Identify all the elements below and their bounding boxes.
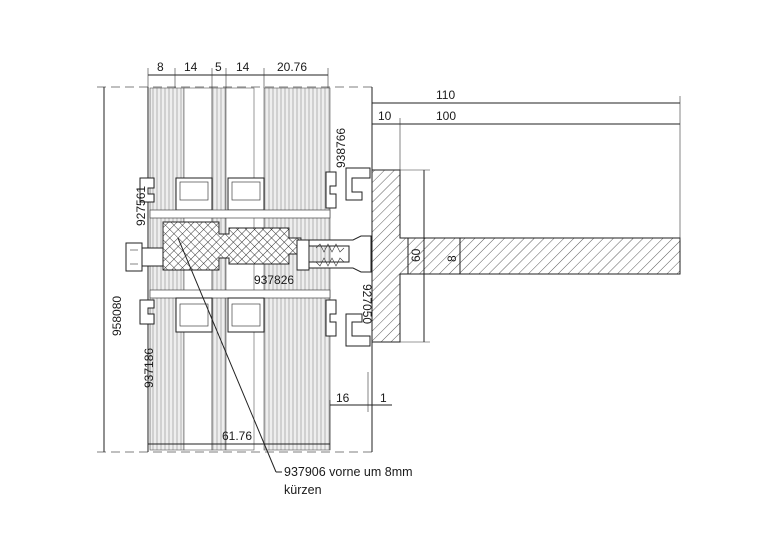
part-927050: 927050	[360, 284, 374, 324]
insulation-core	[162, 221, 310, 271]
note-line-2: kürzen	[284, 483, 322, 497]
clamp-profile	[308, 167, 372, 347]
dim-8: 8	[157, 60, 164, 74]
dim-61-76: 61.76	[222, 429, 252, 443]
part-938766: 938766	[334, 128, 348, 168]
note-leader	[177, 237, 282, 473]
part-958080: 958080	[110, 296, 124, 336]
dim-60: 60	[409, 248, 423, 262]
gaskets	[139, 171, 337, 337]
dimension-lines	[147, 68, 681, 450]
dim-5: 5	[215, 60, 222, 74]
part-937186: 937186	[142, 348, 156, 388]
dim-16: 16	[336, 391, 350, 405]
dim-20-76: 20.76	[277, 60, 307, 74]
dim-14-left: 14	[184, 60, 198, 74]
part-927561: 927561	[134, 186, 148, 226]
dim-1: 1	[380, 391, 387, 405]
dim-10: 10	[378, 109, 392, 123]
dim-8-web: 8	[445, 255, 459, 262]
spacers-upper	[149, 177, 331, 219]
post-section	[371, 169, 681, 343]
part-937826: 937826	[254, 273, 294, 287]
dim-110: 110	[436, 88, 455, 102]
dim-100: 100	[436, 109, 456, 123]
note-line-1: 937906 vorne um 8mm	[284, 465, 413, 479]
dim-14-right: 14	[236, 60, 250, 74]
